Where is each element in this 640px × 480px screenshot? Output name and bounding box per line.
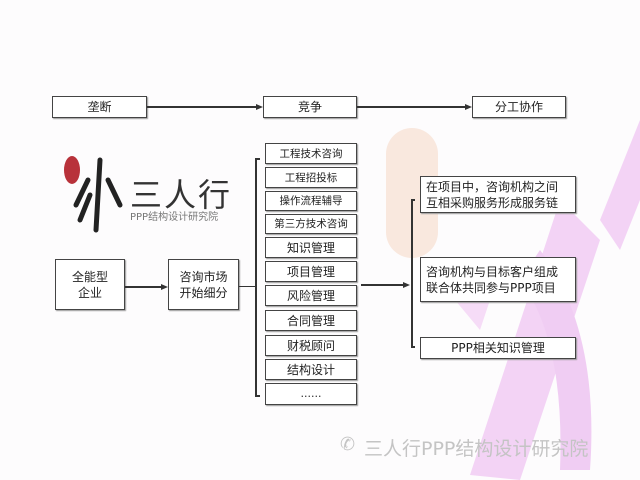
arrowhead-icon [256, 104, 263, 110]
bracket-end [411, 346, 415, 348]
service-box: 结构设计 [265, 359, 357, 380]
logo-name: 三人行 [130, 176, 233, 214]
service-box: 工程技术咨询 [265, 143, 357, 164]
arrow-line [357, 106, 465, 108]
market-segmentation-box: 咨询市场 开始细分 [168, 259, 239, 310]
arrowhead-icon [161, 284, 168, 290]
service-box: 知识管理 [265, 237, 357, 258]
service-box: 操作流程辅导 [265, 191, 357, 211]
outcomes-bracket [411, 199, 413, 347]
arrow-line [361, 284, 404, 286]
logo-icon [64, 156, 123, 233]
connector-line [239, 286, 255, 287]
services-bracket [255, 158, 257, 396]
logo-subtitle: PPP结构设计研究院 [130, 212, 219, 223]
bracket-end [255, 395, 260, 397]
arrow-line [147, 106, 256, 108]
service-box: 项目管理 [265, 261, 357, 282]
watermark-text: 三人行PPP结构设计研究院 [364, 438, 589, 460]
service-box: 工程招投标 [265, 167, 357, 188]
service-box-more: …… [265, 383, 357, 405]
stage-box-monopoly: 垄断 [52, 96, 147, 118]
arrowhead-icon [403, 282, 410, 288]
bracket-end [255, 158, 260, 160]
stage-box-division-of-labor: 分工协作 [472, 96, 566, 118]
all-round-enterprise-box: 全能型 企业 [55, 259, 125, 310]
stage-box-competition: 竞争 [263, 96, 357, 118]
service-box: 财税顾问 [265, 335, 357, 356]
outcome-box-consortium: 咨询机构与目标客户组成 联合体共同参与PPP项目 [420, 257, 576, 302]
arrowhead-icon [465, 104, 472, 110]
outcome-box-service-chain: 在项目中，咨询机构之间 互相采购服务形成服务链 [420, 176, 576, 213]
service-box: 合同管理 [265, 310, 357, 331]
outcome-box-knowledge-management: PPP相关知识管理 [420, 337, 576, 359]
service-box: 风险管理 [265, 285, 357, 306]
bracket-end [411, 199, 415, 201]
arrow-line [125, 286, 162, 288]
service-box: 第三方技术咨询 [265, 214, 357, 234]
wechat-icon: ✆ [340, 434, 356, 455]
